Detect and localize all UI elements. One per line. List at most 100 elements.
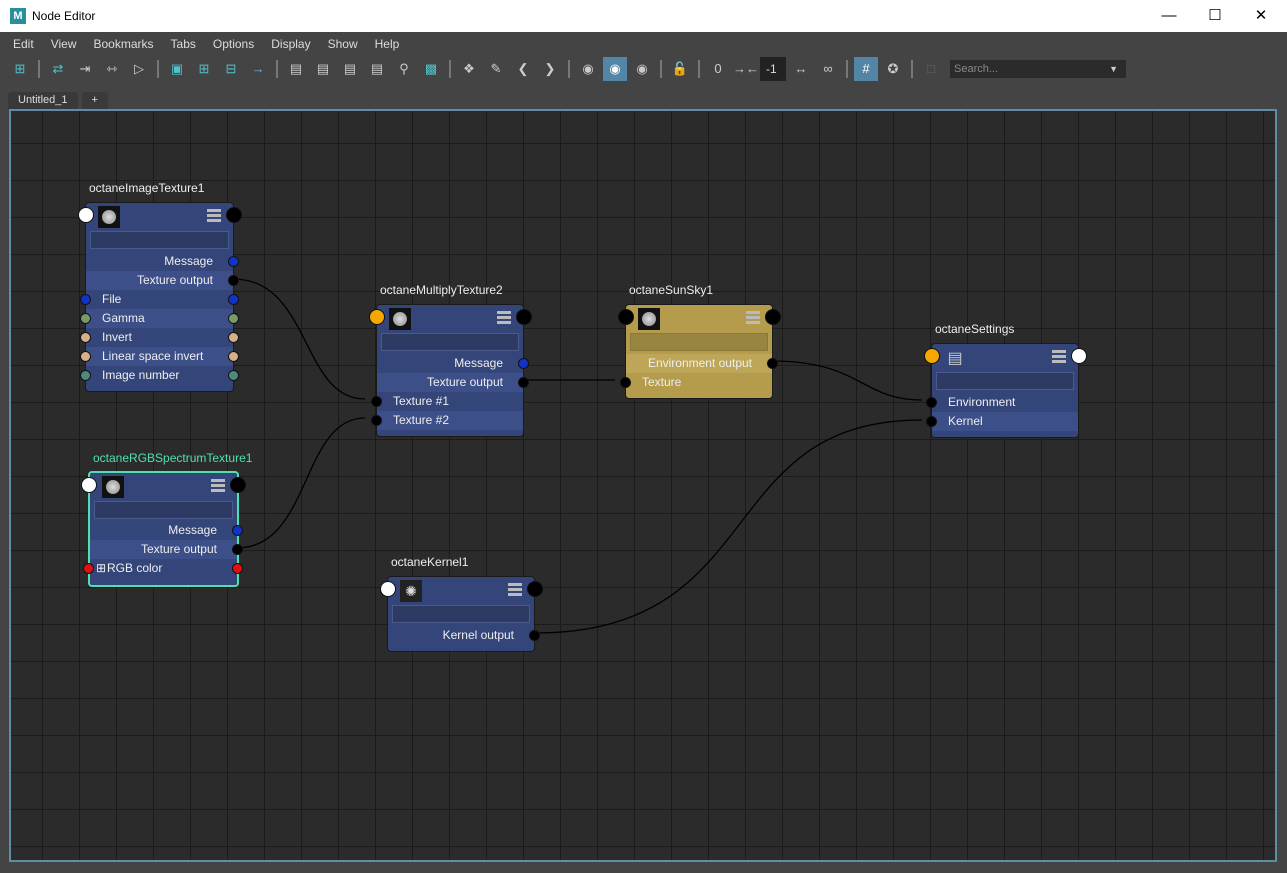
search-input[interactable]: Search...▼	[950, 60, 1126, 78]
input-port[interactable]	[926, 397, 937, 408]
node-input-port[interactable]	[618, 309, 634, 325]
node-output-port[interactable]	[230, 477, 246, 493]
maximize-button[interactable]: ☐	[1208, 7, 1222, 24]
input-port[interactable]	[620, 377, 631, 388]
menu-options[interactable]: Options	[212, 37, 255, 51]
input-port[interactable]	[80, 370, 91, 381]
custom-mode-icon[interactable]: ▤	[370, 61, 384, 76]
input-connections-icon[interactable]: ⇥	[79, 61, 91, 76]
search-icon[interactable]: ⚲	[399, 61, 409, 76]
node-name-field[interactable]	[936, 372, 1074, 390]
input-port[interactable]	[83, 563, 94, 574]
menu-help[interactable]: Help	[374, 37, 400, 51]
input-port[interactable]	[926, 416, 937, 427]
output-port[interactable]	[232, 525, 243, 536]
node-input-port[interactable]	[380, 581, 396, 597]
connected-mode-icon[interactable]: ▤	[316, 61, 330, 76]
node-name-field[interactable]	[90, 231, 229, 249]
depth-zero-icon[interactable]: 0	[714, 61, 722, 76]
bookmark-edit-icon[interactable]: ✎	[490, 61, 502, 76]
node-menu-icon[interactable]	[1052, 350, 1066, 363]
bookmark-prev-icon[interactable]: ❮	[517, 61, 529, 76]
depth-infinite-icon[interactable]: ∞	[823, 61, 833, 76]
output-port[interactable]	[228, 313, 239, 324]
output-port[interactable]	[518, 358, 529, 369]
node-output-port[interactable]	[765, 309, 781, 325]
output-port[interactable]	[529, 630, 540, 641]
input-port[interactable]	[371, 415, 382, 426]
tab-untitled-1[interactable]: Untitled_1	[8, 92, 78, 109]
output-port[interactable]	[232, 544, 243, 555]
output-port[interactable]	[518, 377, 529, 388]
swap-icon[interactable]: ⇄	[52, 61, 64, 76]
node-output-port[interactable]	[516, 309, 532, 325]
close-button[interactable]: ✕	[1254, 7, 1268, 24]
frame-icon[interactable]: □	[927, 61, 935, 76]
snap-grid-icon[interactable]: ✪	[887, 61, 899, 76]
node-octane-sun-sky[interactable]: octaneSunSky1 Environment output Texture	[618, 283, 781, 399]
menu-view[interactable]: View	[50, 37, 77, 51]
node-output-port[interactable]	[226, 207, 242, 223]
layout-icon[interactable]: →	[251, 61, 265, 76]
menu-show[interactable]: Show	[327, 37, 358, 51]
frame-all-icon[interactable]: ▣	[170, 61, 184, 76]
show-icon[interactable]: ◉	[582, 61, 594, 76]
menu-bookmarks[interactable]: Bookmarks	[93, 37, 154, 51]
output-port[interactable]	[232, 563, 243, 574]
input-port[interactable]	[80, 313, 91, 324]
node-octane-image-texture[interactable]: octaneImageTexture1 Message Texture outp…	[78, 181, 242, 392]
output-port[interactable]	[228, 256, 239, 267]
node-output-port[interactable]	[527, 581, 543, 597]
node-octane-rgb-spectrum-texture[interactable]: octaneRGBSpectrumTexture1 Message Textur…	[81, 451, 252, 587]
node-input-port[interactable]	[81, 477, 97, 493]
depth-decrease-icon[interactable]: →←	[733, 61, 759, 76]
expand-icon[interactable]: ⊞	[96, 561, 107, 575]
input-port[interactable]	[80, 332, 91, 343]
bookmark-add-icon[interactable]: ❖	[463, 61, 475, 76]
output-port[interactable]	[228, 370, 239, 381]
output-port[interactable]	[228, 275, 239, 286]
node-menu-icon[interactable]	[211, 479, 225, 492]
depth-increase-icon[interactable]: ↔	[794, 61, 808, 76]
bookmark-next-icon[interactable]: ❯	[544, 61, 556, 76]
node-menu-icon[interactable]	[508, 583, 522, 596]
node-name-field[interactable]	[392, 605, 530, 623]
show-all-icon[interactable]: ◉	[603, 57, 627, 81]
input-port[interactable]	[80, 351, 91, 362]
depth-input[interactable]: -1	[760, 57, 786, 81]
minimize-button[interactable]: —	[1161, 7, 1177, 24]
node-octane-multiply-texture[interactable]: octaneMultiplyTexture2 Message Texture o…	[369, 283, 532, 437]
add-selected-icon[interactable]: ⊞	[198, 61, 210, 76]
output-port[interactable]	[228, 294, 239, 305]
output-port[interactable]	[228, 351, 239, 362]
output-connections-icon[interactable]: ▷	[134, 61, 144, 76]
node-menu-icon[interactable]	[746, 311, 760, 324]
chevron-down-icon[interactable]: ▼	[1109, 64, 1118, 74]
node-name-field[interactable]	[381, 333, 519, 351]
hide-icon[interactable]: ◉	[636, 61, 648, 76]
swatch-icon[interactable]: ▩	[424, 61, 438, 76]
node-output-port[interactable]	[1071, 348, 1087, 364]
simple-mode-icon[interactable]: ▤	[289, 61, 303, 76]
node-graph-canvas[interactable]: octaneImageTexture1 Message Texture outp…	[9, 109, 1277, 862]
full-mode-icon[interactable]: ▤	[343, 61, 357, 76]
menu-display[interactable]: Display	[271, 37, 311, 51]
input-port[interactable]	[371, 396, 382, 407]
output-port[interactable]	[767, 358, 778, 369]
lock-icon[interactable]: 🔓	[671, 61, 689, 76]
grid-icon[interactable]: #	[854, 57, 878, 81]
node-input-port[interactable]	[369, 309, 385, 325]
node-octane-settings[interactable]: octaneSettings ▤ Environment Kernel	[924, 322, 1087, 438]
node-name-field[interactable]	[94, 501, 233, 519]
input-port[interactable]	[80, 294, 91, 305]
node-input-port[interactable]	[78, 207, 94, 223]
add-node-icon[interactable]: ⊞	[14, 61, 26, 76]
node-input-port[interactable]	[924, 348, 940, 364]
input-output-connections-icon[interactable]: ⇿	[106, 61, 118, 76]
menu-tabs[interactable]: Tabs	[170, 37, 196, 51]
node-menu-icon[interactable]	[207, 209, 221, 222]
node-octane-kernel[interactable]: octaneKernel1 ✺ Kernel output	[380, 555, 543, 652]
node-name-field[interactable]	[630, 333, 768, 351]
remove-selected-icon[interactable]: ⊟	[225, 61, 237, 76]
add-tab-button[interactable]: +	[81, 92, 108, 109]
